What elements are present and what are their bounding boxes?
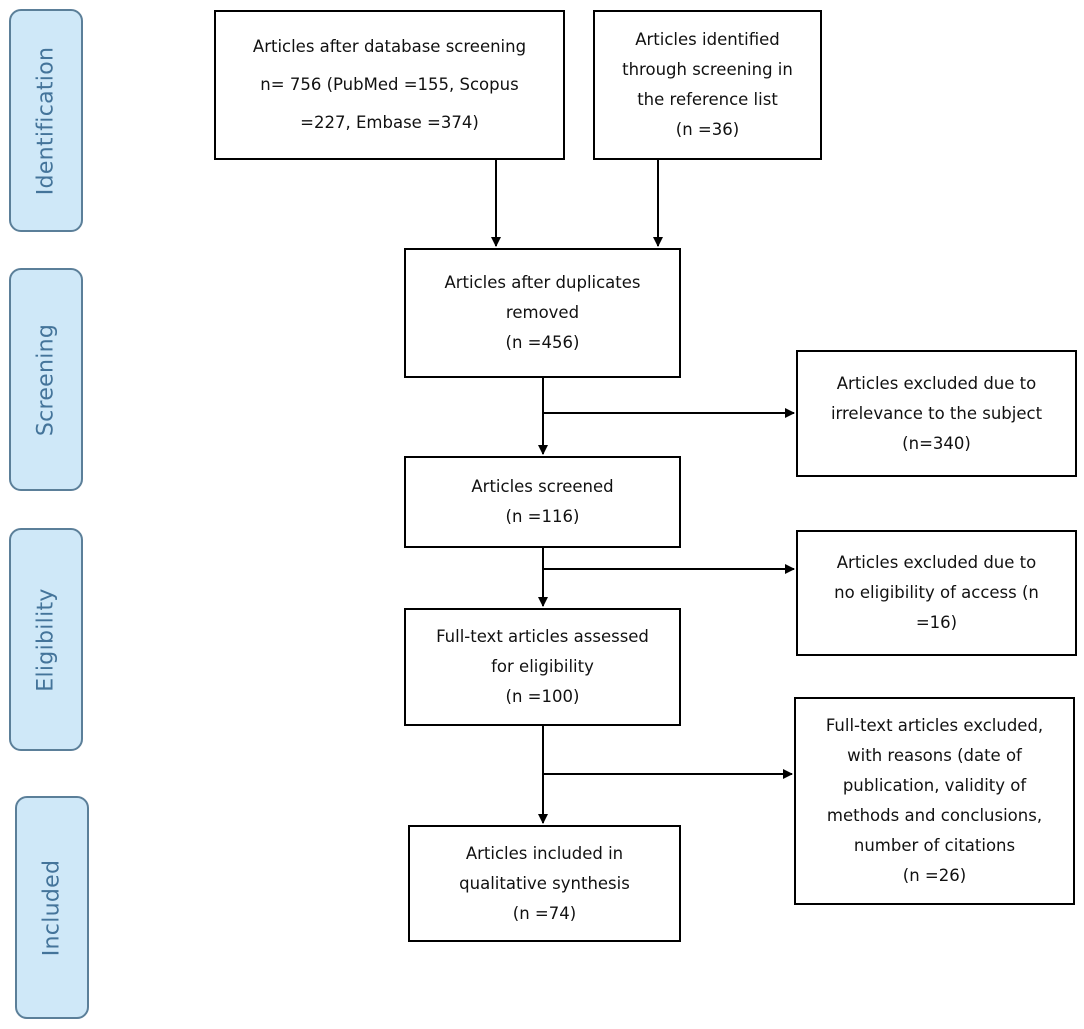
box-text: Articles excluded due to <box>836 553 1037 572</box>
included-box: Articles included in qualitative synthes… <box>408 825 681 942</box>
duplicates-removed-box: Articles after duplicates removed (n =45… <box>404 248 681 378</box>
box-text: =16) <box>915 613 958 632</box>
box-text: Articles after database screening <box>252 37 527 56</box>
box-text: Articles excluded due to <box>836 373 1037 393</box>
excluded-access-box: Articles excluded due to no eligibility … <box>796 530 1077 656</box>
reference-list-box: Articles identified through screening in… <box>593 10 822 160</box>
stage-identification: Identification <box>9 9 83 232</box>
box-text: (n =36) <box>675 120 740 139</box>
box-text: Articles after duplicates <box>444 273 641 292</box>
database-screening-box: Articles after database screening n= 756… <box>214 10 565 160</box>
excluded-fulltext-box: Full-text articles excluded, with reason… <box>794 697 1075 905</box>
box-text: (n =26) <box>902 866 967 885</box>
box-text: removed <box>505 303 580 322</box>
box-text: Articles screened <box>471 477 614 496</box>
box-text: (n =74) <box>512 903 577 923</box>
box-text: (n =456) <box>505 333 580 352</box>
box-text: for eligibility <box>491 657 594 676</box>
fulltext-assessed-box: Full-text articles assessed for eligibil… <box>404 608 681 726</box>
box-text: (n =116) <box>505 507 580 526</box>
screened-box: Articles screened (n =116) <box>404 456 681 548</box>
box-text: Full-text articles excluded, <box>825 716 1044 735</box>
box-text: =227, Embase =374) <box>300 113 479 132</box>
box-text: irrelevance to the subject <box>830 403 1043 423</box>
excluded-irrelevance-box: Articles excluded due to irrelevance to … <box>796 350 1077 477</box>
box-text: Articles included in <box>465 843 624 863</box>
stage-screening: Screening <box>9 268 83 491</box>
box-text: the reference list <box>637 90 778 109</box>
box-text: methods and conclusions, <box>826 806 1043 825</box>
box-text: number of citations <box>853 836 1016 855</box>
box-text: (n=340) <box>902 433 971 453</box>
stage-included: Included <box>15 796 89 1019</box>
box-text: Articles identified <box>635 30 780 49</box>
box-text: Full-text articles assessed <box>436 627 649 646</box>
box-text: (n =100) <box>505 687 580 706</box>
box-text: through screening in <box>622 60 793 79</box>
box-text: publication, validity of <box>842 776 1027 795</box>
box-text: qualitative synthesis <box>459 873 630 893</box>
box-text: with reasons (date of <box>847 746 1022 765</box>
box-text: no eligibility of access (n <box>834 583 1039 602</box>
box-text: n= 756 (PubMed =155, Scopus <box>260 75 519 94</box>
stage-eligibility: Eligibility <box>9 528 83 751</box>
